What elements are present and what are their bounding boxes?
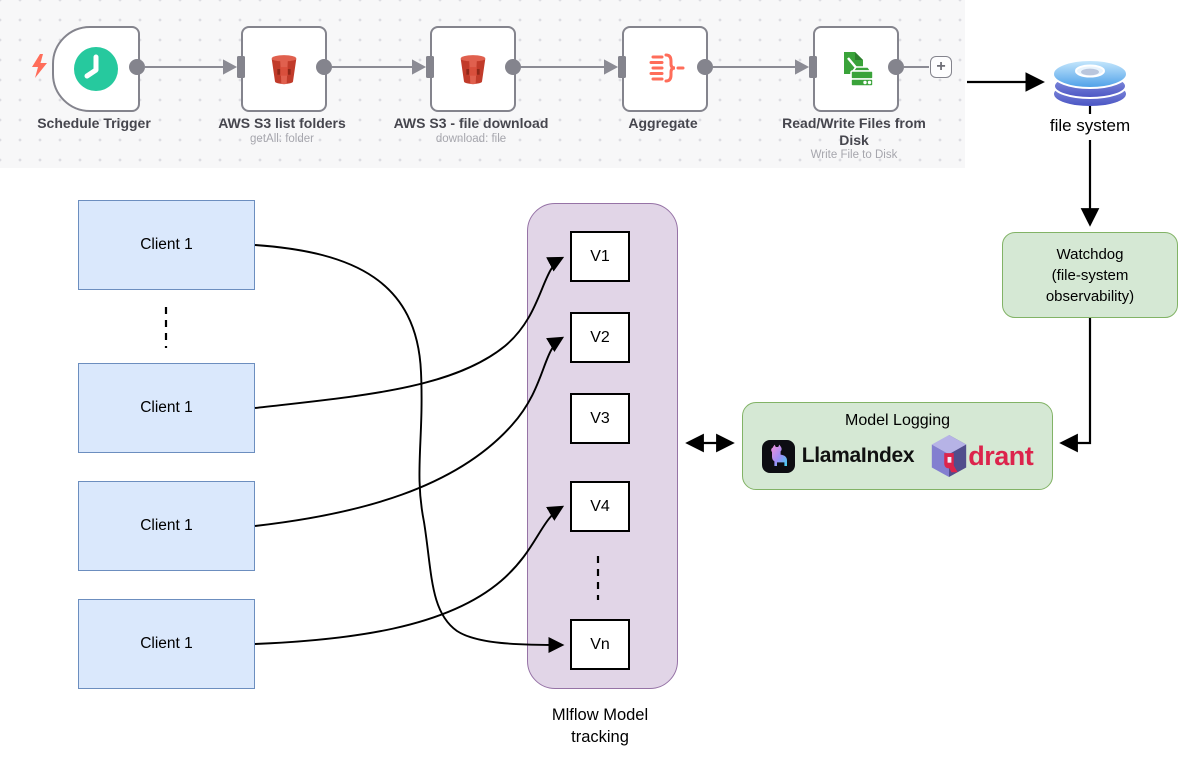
clock-icon bbox=[74, 47, 118, 91]
version-box-v1: V1 bbox=[570, 231, 630, 282]
node-read-write-files[interactable] bbox=[813, 26, 899, 112]
client-box-4: Client 1 bbox=[78, 599, 255, 689]
aggregate-icon bbox=[649, 53, 685, 83]
version-box-v2: V2 bbox=[570, 312, 630, 363]
qdrant-label: drant bbox=[968, 440, 1034, 471]
aws-s3-icon bbox=[271, 55, 297, 85]
client-box-2: Client 1 bbox=[78, 363, 255, 453]
llamaindex-label: LlamaIndex bbox=[801, 444, 915, 467]
node-label-s3-download: AWS S3 - file download bbox=[393, 115, 549, 131]
file-system-disk-icon bbox=[1052, 59, 1128, 106]
watchdog-box: Watchdog (file-system observability) bbox=[1002, 232, 1178, 318]
version-box-v4: V4 bbox=[570, 481, 630, 532]
node-label-read-write: Read/Write Files from Disk bbox=[782, 115, 926, 148]
node-aggregate[interactable] bbox=[622, 26, 708, 112]
version-label: V4 bbox=[590, 497, 610, 515]
client-label: Client 1 bbox=[140, 635, 193, 652]
client-label: Client 1 bbox=[140, 517, 193, 534]
client2-to-v1-arrow bbox=[254, 256, 565, 409]
node-sublabel-read-write: Write File to Disk bbox=[810, 149, 898, 161]
node-label-aggregate: Aggregate bbox=[628, 115, 698, 131]
client1-to-vn-arrow bbox=[254, 244, 565, 654]
node-schedule-trigger[interactable] bbox=[52, 26, 140, 112]
model-logging-title: Model Logging bbox=[845, 412, 950, 429]
file-system-label: file system bbox=[1049, 116, 1131, 135]
client-label: Client 1 bbox=[140, 399, 193, 416]
trigger-bolt-icon bbox=[32, 54, 47, 78]
add-node-button[interactable]: + bbox=[930, 56, 952, 78]
read-write-disk-icon bbox=[844, 52, 874, 87]
node-label-schedule-trigger: Schedule Trigger bbox=[37, 115, 151, 131]
version-label: V2 bbox=[590, 328, 610, 346]
client3-to-v2-arrow bbox=[254, 336, 565, 527]
version-label: V1 bbox=[590, 247, 610, 265]
n8n-workflow-panel: Schedule Trigger AWS S3 list folders get… bbox=[0, 0, 965, 168]
watchdog-to-model-logging-arrow bbox=[1059, 318, 1092, 453]
client4-to-v4-arrow bbox=[254, 505, 565, 645]
aws-s3-icon bbox=[460, 55, 486, 85]
version-label: Vn bbox=[590, 635, 610, 653]
version-box-vn: Vn bbox=[570, 619, 630, 670]
node-sublabel-s3-download: download: file bbox=[435, 133, 507, 145]
node-aws-s3-file-download[interactable] bbox=[430, 26, 516, 112]
llamaindex-logo-icon bbox=[761, 439, 795, 473]
node-sublabel-s3-list: getAll: folder bbox=[250, 133, 314, 145]
node-label-s3-list: AWS S3 list folders bbox=[218, 115, 346, 131]
qdrant-logo-icon bbox=[932, 435, 967, 477]
node-aws-s3-list-folders[interactable] bbox=[241, 26, 327, 112]
version-box-v3: V3 bbox=[570, 393, 630, 444]
client-box-3: Client 1 bbox=[78, 481, 255, 571]
client-box-1: Client 1 bbox=[78, 200, 255, 290]
version-label: V3 bbox=[590, 409, 610, 427]
client-label: Client 1 bbox=[140, 236, 193, 253]
model-logging-box: Model Logging LlamaIndex bbox=[742, 402, 1053, 490]
mlflow-caption: Mlflow Model tracking bbox=[551, 706, 649, 747]
